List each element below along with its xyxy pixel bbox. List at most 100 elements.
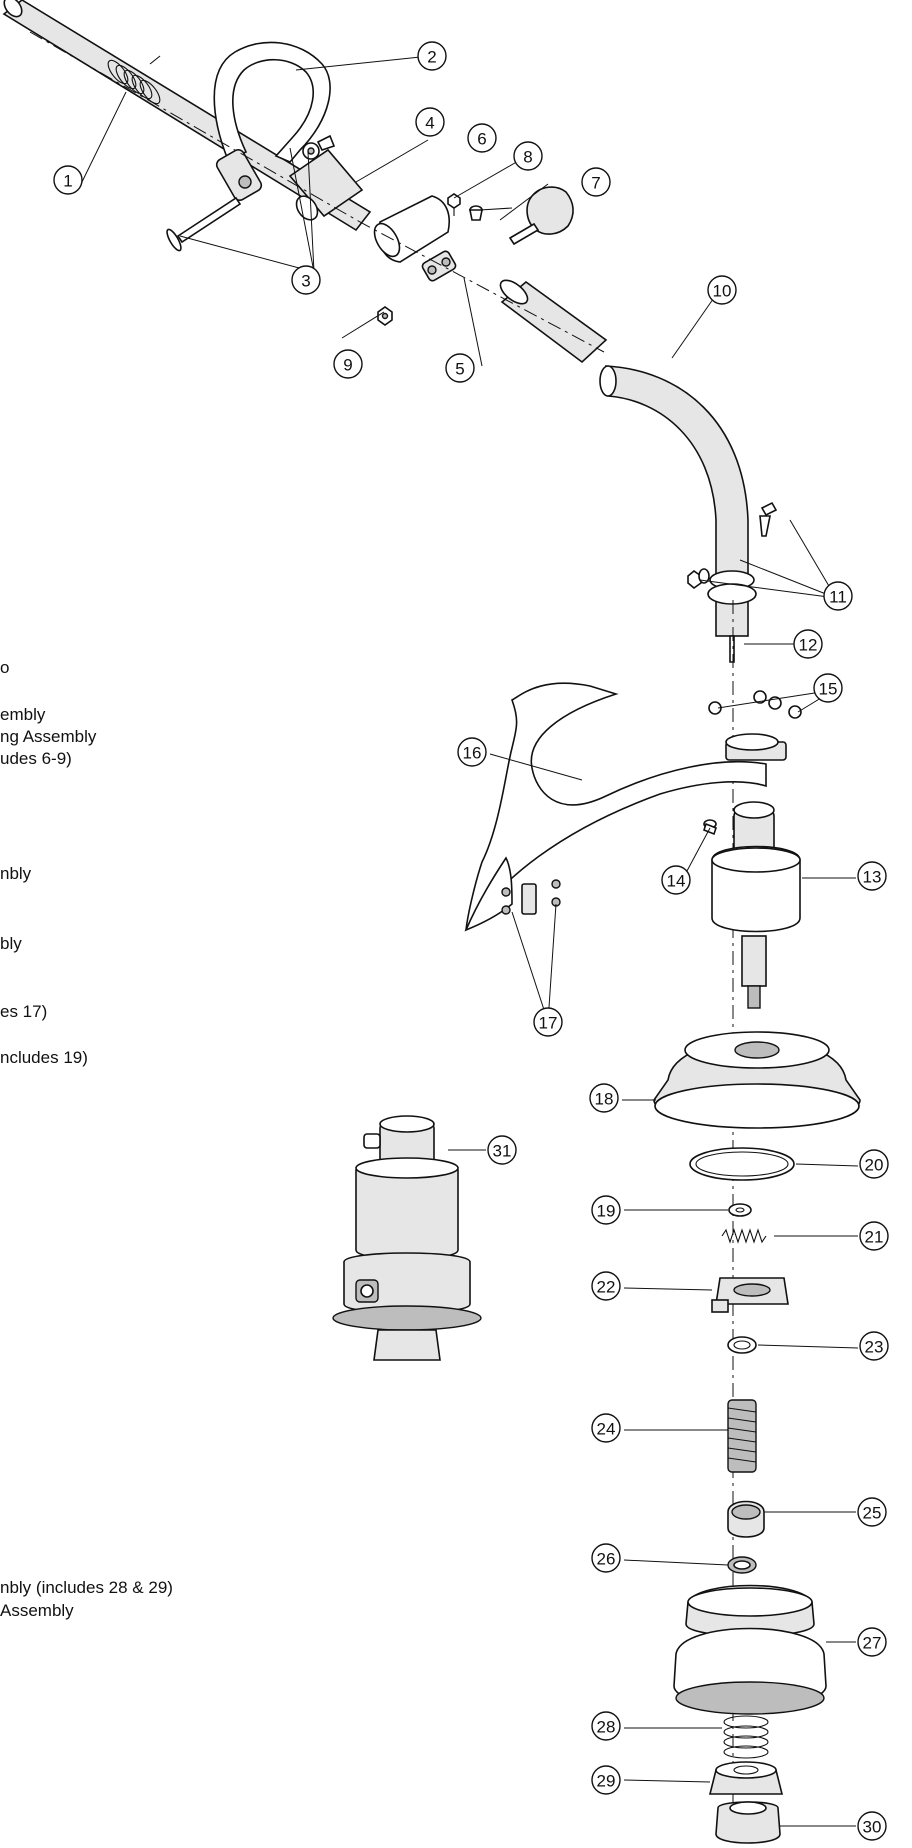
callout-label: 3 bbox=[301, 272, 310, 291]
callout-label: 1 bbox=[63, 172, 72, 191]
ring-26 bbox=[727, 1556, 757, 1574]
spring-28 bbox=[723, 1715, 769, 1759]
callout-label: 24 bbox=[597, 1420, 616, 1439]
callout-7: 7 bbox=[581, 167, 611, 197]
callout-label: 31 bbox=[493, 1142, 512, 1161]
guard-clip-17 bbox=[501, 879, 561, 915]
callout-label: 6 bbox=[477, 130, 486, 149]
shaft-sleeve bbox=[499, 279, 608, 364]
assist-handle bbox=[213, 41, 336, 202]
legend-fragment: es 17) bbox=[0, 1002, 48, 1021]
callout-label: 19 bbox=[597, 1202, 616, 1221]
legend-fragment: bly bbox=[0, 934, 22, 953]
callout-11: 11 bbox=[823, 581, 853, 611]
callout-20: 20 bbox=[859, 1149, 889, 1179]
leader-lines bbox=[79, 55, 859, 1827]
callout-10: 10 bbox=[707, 275, 737, 305]
bump-knob-25 bbox=[727, 1500, 765, 1538]
hex-bolt-6 bbox=[447, 193, 461, 216]
callout-label: 27 bbox=[863, 1634, 882, 1653]
callout-18: 18 bbox=[589, 1083, 619, 1113]
curved-lower-shaft bbox=[599, 365, 749, 663]
callout-24: 24 bbox=[591, 1413, 621, 1443]
guard-bracket-15 bbox=[708, 690, 802, 761]
callout-15: 15 bbox=[813, 673, 843, 703]
callout-label: 13 bbox=[863, 868, 882, 887]
coupler-housing bbox=[373, 195, 457, 282]
screw-14 bbox=[703, 819, 717, 836]
legend-fragment: udes 6-9) bbox=[0, 749, 72, 768]
debris-guard bbox=[464, 682, 767, 932]
callout-14: 14 bbox=[661, 865, 691, 895]
callout-label: 15 bbox=[819, 680, 838, 699]
complete-head-assembly-31 bbox=[332, 1115, 482, 1361]
callout-label: 21 bbox=[865, 1228, 884, 1247]
callout-label: 12 bbox=[799, 636, 818, 655]
callout-label: 7 bbox=[591, 174, 600, 193]
callout-label: 22 bbox=[597, 1278, 616, 1297]
nut-9 bbox=[377, 306, 393, 326]
legend-fragment: nbly bbox=[0, 864, 32, 883]
callout-label: 18 bbox=[595, 1090, 614, 1109]
spring-21 bbox=[721, 1228, 767, 1244]
callout-22: 22 bbox=[591, 1271, 621, 1301]
callout-4: 4 bbox=[415, 107, 445, 137]
callout-1: 1 bbox=[53, 165, 83, 195]
knob-7 bbox=[508, 186, 574, 246]
callout-label: 29 bbox=[597, 1772, 616, 1791]
callout-label: 28 bbox=[597, 1718, 616, 1737]
callout-23: 23 bbox=[859, 1331, 889, 1361]
legend-fragment: o bbox=[0, 658, 10, 677]
callout-label: 23 bbox=[865, 1338, 884, 1357]
callout-29: 29 bbox=[591, 1765, 621, 1795]
callout-label: 30 bbox=[863, 1818, 882, 1837]
callout-3: 3 bbox=[291, 265, 321, 295]
legend-fragment: ng Assembly bbox=[0, 727, 97, 746]
callout-13: 13 bbox=[857, 861, 887, 891]
handle-bolt bbox=[166, 196, 242, 252]
gearbox-13 bbox=[711, 801, 801, 1009]
callout-label: 25 bbox=[863, 1504, 882, 1523]
spool-27 bbox=[673, 1584, 827, 1715]
callout-28: 28 bbox=[591, 1711, 621, 1741]
callout-27: 27 bbox=[857, 1627, 887, 1657]
adapter-29 bbox=[708, 1761, 784, 1795]
callout-label: 20 bbox=[865, 1156, 884, 1175]
callout-17: 17 bbox=[533, 1007, 563, 1037]
spring-24 bbox=[727, 1399, 757, 1473]
callout-21: 21 bbox=[859, 1221, 889, 1251]
o-ring-20 bbox=[689, 1147, 795, 1181]
knob-30 bbox=[715, 1801, 781, 1844]
callout-6: 6 bbox=[467, 123, 497, 153]
callout-label: 14 bbox=[667, 872, 686, 891]
callout-label: 2 bbox=[427, 48, 436, 67]
callout-label: 9 bbox=[343, 356, 352, 375]
callout-5: 5 bbox=[445, 353, 475, 383]
callout-2: 2 bbox=[417, 41, 447, 71]
callout-26: 26 bbox=[591, 1543, 621, 1573]
callout-label: 26 bbox=[597, 1550, 616, 1569]
legend-fragment: ncludes 19) bbox=[0, 1048, 88, 1067]
callout-8: 8 bbox=[513, 141, 543, 171]
callout-label: 17 bbox=[539, 1014, 558, 1033]
callouts: 1 2 3 4 5 6 7 8 9 10 11 12 13 14 15 16 1… bbox=[53, 41, 889, 1841]
callout-9: 9 bbox=[333, 349, 363, 379]
washer-19 bbox=[728, 1203, 752, 1217]
callout-label: 8 bbox=[523, 148, 532, 167]
callout-label: 5 bbox=[455, 360, 464, 379]
callout-16: 16 bbox=[457, 737, 487, 767]
screw-8 bbox=[469, 205, 483, 221]
callout-label: 4 bbox=[425, 114, 434, 133]
callout-31: 31 bbox=[487, 1135, 517, 1165]
upper-shaft bbox=[2, 0, 372, 232]
callout-12: 12 bbox=[793, 629, 823, 659]
callout-label: 10 bbox=[713, 282, 732, 301]
spool-cover-18 bbox=[653, 1031, 861, 1129]
eyelet-22 bbox=[711, 1277, 789, 1313]
clip-23 bbox=[727, 1336, 757, 1354]
callout-label: 16 bbox=[463, 744, 482, 763]
legend-fragment: embly bbox=[0, 705, 46, 724]
legend-fragment: Assembly bbox=[0, 1601, 74, 1620]
callout-30: 30 bbox=[857, 1811, 887, 1841]
